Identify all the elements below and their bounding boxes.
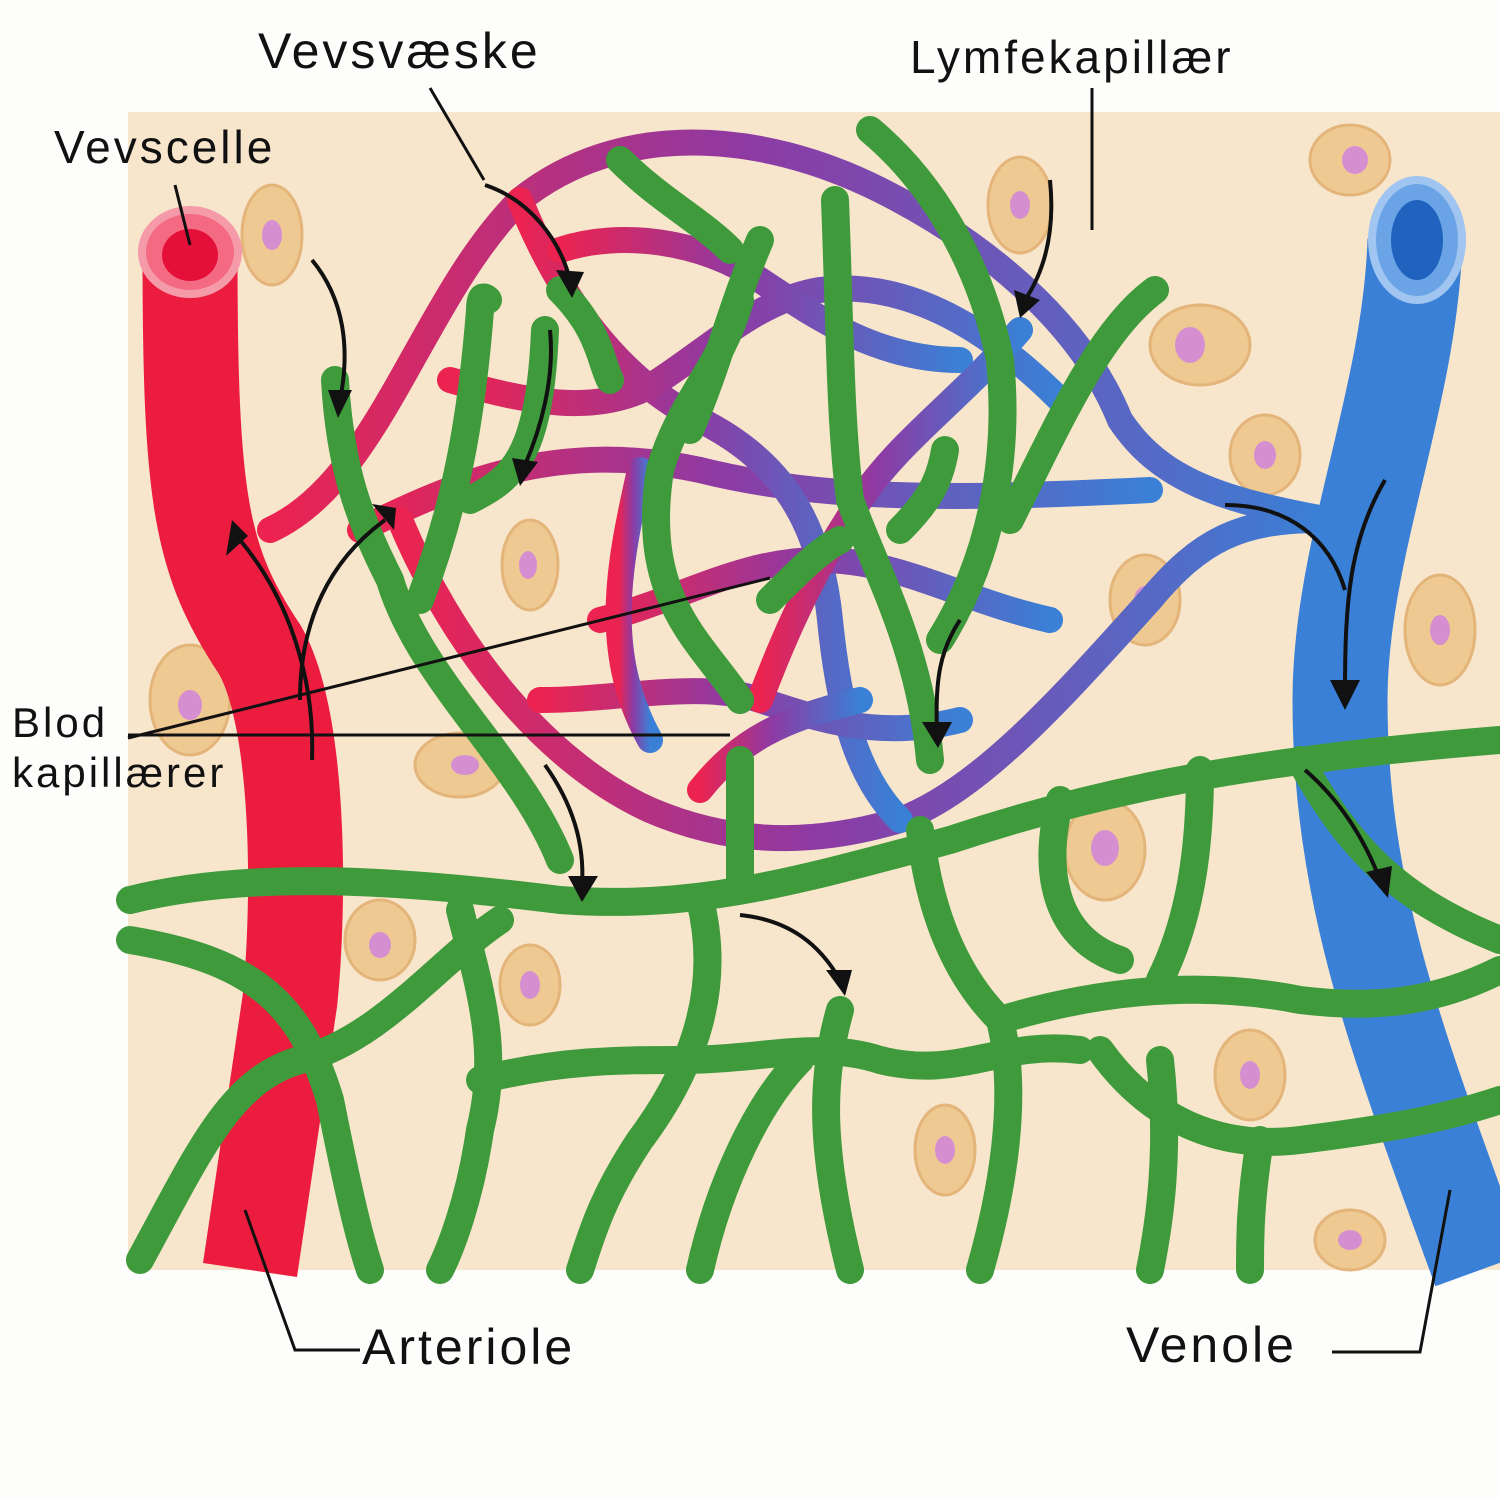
label-tissue-cell: Vevscelle xyxy=(54,121,276,173)
label-tissue-fluid: Vevsvæske xyxy=(258,23,541,79)
flow-arrows xyxy=(238,179,1387,981)
arrow-heads xyxy=(226,270,1392,996)
arteriole-vessel xyxy=(142,249,344,1277)
label-blood-capillaries-line1: Blod xyxy=(12,699,109,746)
venule-vessel xyxy=(1292,238,1500,1287)
label-blood-capillaries: Blod kapillærer xyxy=(12,698,226,798)
leader-lines xyxy=(127,87,1452,1354)
label-blood-capillaries-line2: kapillærer xyxy=(12,749,227,796)
lymph-capillary-network xyxy=(116,116,1500,1284)
label-venule: Venole xyxy=(1126,1317,1297,1373)
label-arteriole: Arteriole xyxy=(362,1319,576,1375)
label-lymph-capillary: Lymfekapillær xyxy=(910,31,1234,83)
